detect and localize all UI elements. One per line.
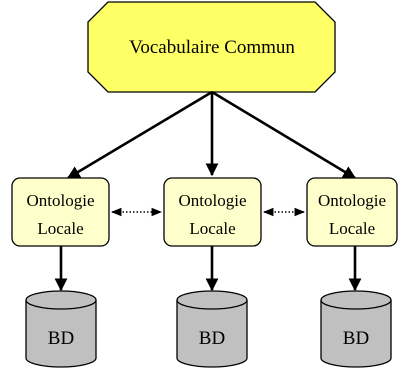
database-1: BD xyxy=(25,290,97,368)
ontology-line1-1: Ontologie xyxy=(27,191,95,210)
ontology-node-3: Ontologie Locale xyxy=(306,177,398,247)
database-2: BD xyxy=(176,290,248,368)
database-top-2 xyxy=(176,290,248,310)
ontology-node-1: Ontologie Locale xyxy=(11,177,110,247)
ontology-node-2: Ontologie Locale xyxy=(163,177,262,247)
database-body-2 xyxy=(176,300,248,368)
edge-vocab-to-ontology-1 xyxy=(66,90,213,180)
database-label-1: BD xyxy=(48,328,74,349)
database-3: BD xyxy=(320,290,392,368)
edge-vocab-to-ontology-3 xyxy=(211,90,357,180)
vocabulary-label: Vocabulaire Commun xyxy=(129,37,295,58)
ontology-line1-3: Ontologie xyxy=(318,191,386,210)
database-label-3: BD xyxy=(343,328,369,349)
database-body-1 xyxy=(25,300,97,368)
vocabulary-shape xyxy=(87,1,336,93)
database-top-3 xyxy=(320,290,392,310)
ontology-box-3 xyxy=(306,177,398,247)
ontology-line2-3: Locale xyxy=(329,219,375,238)
ontology-line2-1: Locale xyxy=(37,219,83,238)
ontology-line2-2: Locale xyxy=(189,219,235,238)
database-top-1 xyxy=(25,290,97,310)
database-label-2: BD xyxy=(199,328,225,349)
vocabulary-node: Vocabulaire Commun xyxy=(87,1,336,93)
ontology-line1-2: Ontologie xyxy=(179,191,247,210)
database-body-3 xyxy=(320,300,392,368)
